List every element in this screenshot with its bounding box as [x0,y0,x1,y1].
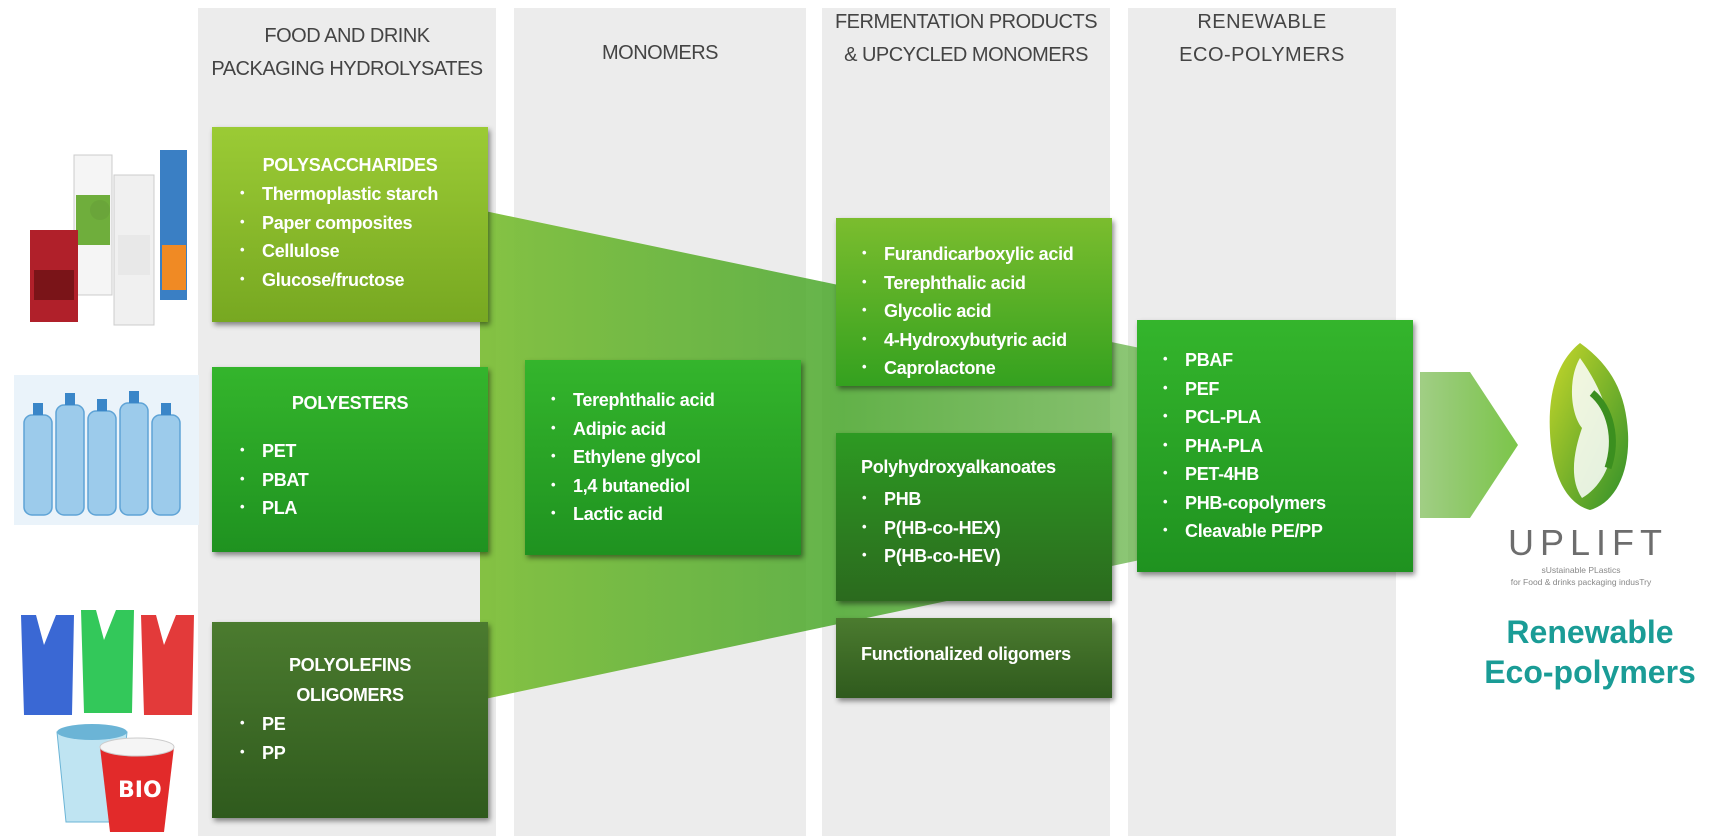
pha-box: Polyhydroxyalkanoates PHB P(HB-co-HEX) P… [836,433,1112,601]
list-item: Terephthalic acid [547,385,715,415]
list-item: PBAT [236,465,309,495]
polyolefins-title: POLYOLEFINS OLIGOMERS [288,655,412,705]
column-header-eco-polymers: RENEWABLE ECO-POLYMERS [1179,11,1345,66]
beverage-cartons-image [30,150,187,326]
polyolefins-list: PE PP [236,709,286,768]
output-arrow-icon [1420,372,1518,518]
list-item: Lactic acid [547,499,715,529]
eco-polymers-box: PBAF PEF PCL-PLA PHA-PLA PET-4HB PHB-cop… [1137,320,1413,572]
list-item: P(HB-co-HEX) [858,513,1001,543]
monomers-box: Terephthalic acid Adipic acid Ethylene g… [525,360,801,555]
upcycled-acids-list: Furandicarboxylic acid Terephthalic acid… [858,239,1074,383]
list-item: PEF [1159,374,1326,404]
list-item: Thermoplastic starch [236,179,438,209]
list-item: Paper composites [236,208,438,238]
upcycled-acids-box: Furandicarboxylic acid Terephthalic acid… [836,218,1112,386]
list-item: 1,4 butanediol [547,471,715,501]
pha-list: PHB P(HB-co-HEX) P(HB-co-HEV) [858,484,1001,571]
uplift-bottle-logo [1549,343,1629,510]
list-item: PP [236,738,286,768]
list-item: PHB-copolymers [1159,488,1326,518]
functionalized-oligomers-title: Functionalized oligomers [861,644,1071,664]
water-bottles-image [14,375,199,525]
list-item: PHA-PLA [1159,431,1326,461]
list-item: 4-Hydroxybutyric acid [858,325,1073,355]
list-item: Furandicarboxylic acid [858,239,1074,269]
column-header-hydrolysates: FOOD AND DRINK PACKAGING HYDROLYSATES [211,25,483,80]
polysaccharides-list: Thermoplastic starch Paper composites Ce… [236,179,438,295]
list-item: Cleavable PE/PP [1159,516,1326,546]
list-item: PET-4HB [1159,459,1326,489]
polyesters-box: POLYESTERS PET PBAT PLA [212,367,488,552]
monomers-list: Terephthalic acid Adipic acid Ethylene g… [547,385,715,529]
column-header-monomers: MONOMERS [602,42,719,64]
list-item: Ethylene glycol [547,442,715,472]
polyesters-title: POLYESTERS [291,393,409,413]
column-header-fermentation: FERMENTATION PRODUCTS & UPCYCLED MONOMER… [834,11,1098,66]
list-item: PLA [236,493,308,523]
uplift-logo-name: UPLIFT [1508,522,1669,563]
polyesters-list: PET PBAT PLA [236,436,309,523]
output-label: Renewable Eco-polymers [1484,614,1696,690]
list-item: PET [236,436,308,466]
list-item: P(HB-co-HEV) [858,541,1001,571]
svg-text:BIO: BIO [118,778,162,803]
list-item: Caprolactone [858,353,1073,383]
polyolefins-box: POLYOLEFINS OLIGOMERS PE PP [212,622,488,818]
list-item: PE [236,709,286,739]
yogurt-cups-image: BIO [56,724,175,832]
list-item: Cellulose [236,236,438,266]
uplift-logo-tagline-2: for Food & drinks packaging indusTry [1510,577,1652,587]
functionalized-oligomers-box: Functionalized oligomers [836,618,1112,698]
pha-title: Polyhydroxyalkanoates [861,457,1056,477]
list-item: Glycolic acid [858,296,1073,326]
list-item: Adipic acid [547,414,715,444]
polysaccharides-title: POLYSACCHARIDES [262,155,438,175]
eco-polymers-list: PBAF PEF PCL-PLA PHA-PLA PET-4HB PHB-cop… [1159,345,1326,546]
uplift-logo-tagline-1: sUstainable PLastics [1541,565,1621,575]
list-item: Terephthalic acid [858,268,1073,298]
list-item: PHB [858,484,1000,514]
list-item: Glucose/fructose [236,265,438,295]
list-item: PCL-PLA [1159,402,1326,432]
plastic-bags-image [21,610,194,715]
polysaccharides-box: POLYSACCHARIDES Thermoplastic starch Pap… [212,127,488,322]
list-item: PBAF [1159,345,1326,375]
